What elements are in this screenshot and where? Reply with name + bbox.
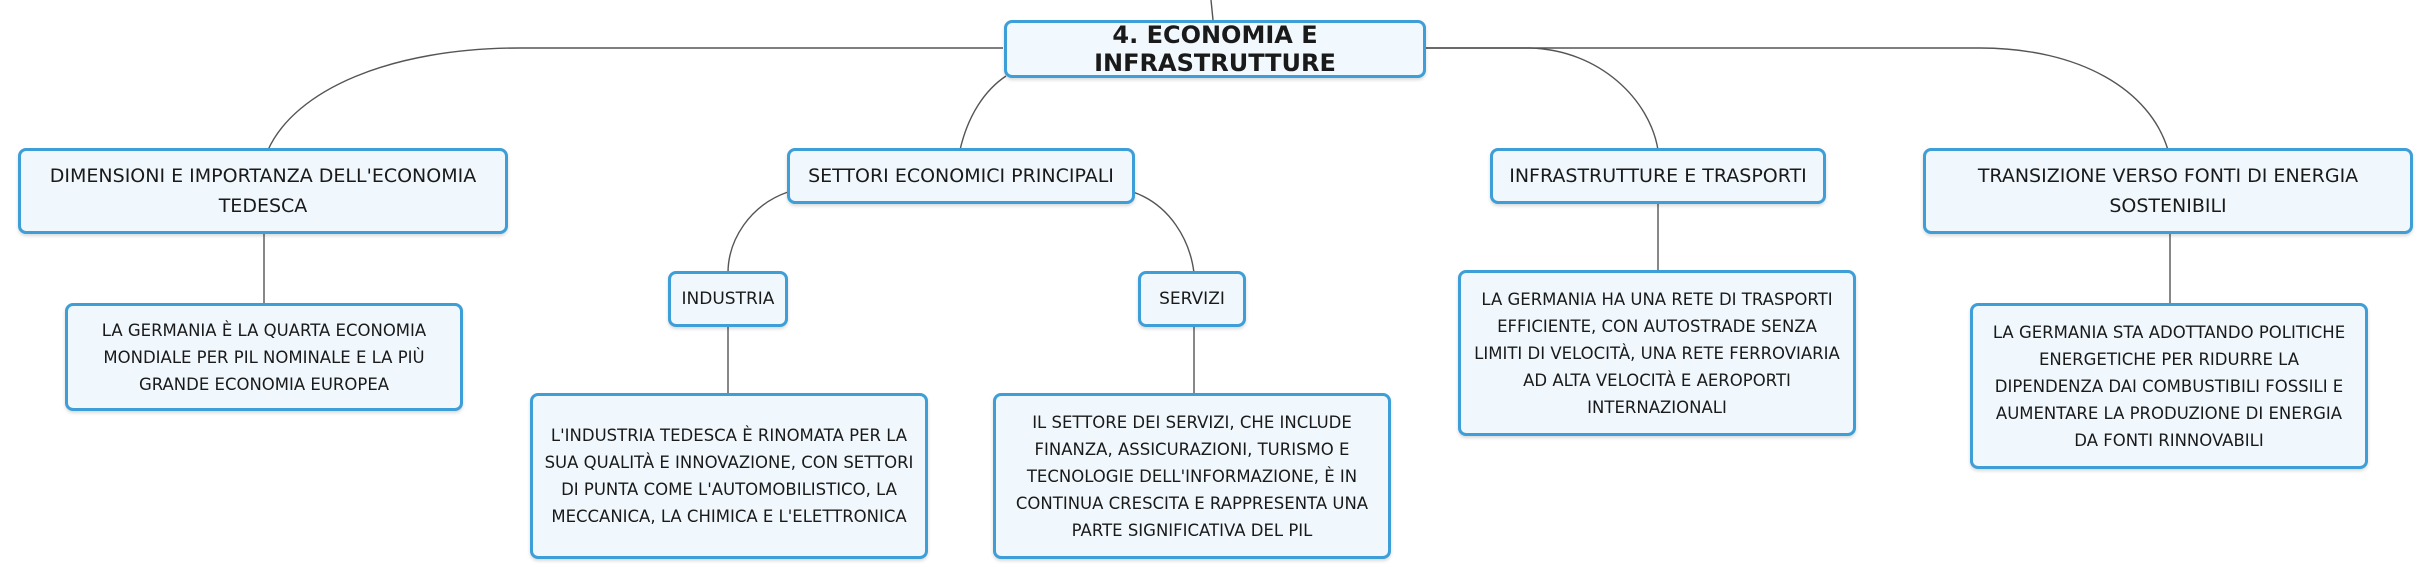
detail-transizione-text: LA GERMANIA STA ADOTTANDO POLITICHE ENER… xyxy=(1992,322,2346,450)
link-top xyxy=(1210,0,1214,21)
root-node[interactable]: 4. ECONOMIA E INFRASTRUTTURE xyxy=(1004,20,1426,78)
detail-infrastrutture-text: LA GERMANIA HA UNA RETE DI TRASPORTI EFF… xyxy=(1474,289,1840,417)
node-industria-label: INDUSTRIA xyxy=(681,289,775,309)
node-servizi-label: SERVIZI xyxy=(1159,289,1225,309)
link-settori-servizi xyxy=(1132,191,1195,274)
detail-economia-text: LA GERMANIA È LA QUARTA ECONOMIA MONDIAL… xyxy=(101,320,427,394)
branch-transizione-label: TRANSIZIONE VERSO FONTI DI ENERGIA SOSTE… xyxy=(1977,165,2359,217)
link-settori-industria xyxy=(727,191,789,274)
node-servizi[interactable]: SERVIZI xyxy=(1138,271,1246,327)
root-label: 4. ECONOMIA E INFRASTRUTTURE xyxy=(1094,21,1336,77)
detail-servizi-text: IL SETTORE DEI SERVIZI, CHE INCLUDE FINA… xyxy=(1015,412,1369,540)
detail-infrastrutture[interactable]: LA GERMANIA HA UNA RETE DI TRASPORTI EFF… xyxy=(1458,270,1856,436)
detail-industria[interactable]: L'INDUSTRIA TEDESCA È RINOMATA PER LA SU… xyxy=(530,393,928,559)
link-root-economia xyxy=(267,47,1003,151)
link-root-settori xyxy=(959,75,1007,151)
branch-settori[interactable]: SETTORI ECONOMICI PRINCIPALI xyxy=(787,148,1135,204)
detail-economia[interactable]: LA GERMANIA È LA QUARTA ECONOMIA MONDIAL… xyxy=(65,303,463,411)
branch-transizione[interactable]: TRANSIZIONE VERSO FONTI DI ENERGIA SOSTE… xyxy=(1923,148,2413,234)
link-root-infrastrutture xyxy=(1425,47,1659,151)
branch-infrastrutture[interactable]: INFRASTRUTTURE E TRASPORTI xyxy=(1490,148,1826,204)
branch-economia[interactable]: DIMENSIONI E IMPORTANZA DELL'ECONOMIA TE… xyxy=(18,148,508,234)
branch-settori-label: SETTORI ECONOMICI PRINCIPALI xyxy=(808,165,1114,187)
branch-infrastrutture-label: INFRASTRUTTURE E TRASPORTI xyxy=(1509,165,1807,187)
link-root-transizione xyxy=(1425,47,2169,151)
detail-industria-text: L'INDUSTRIA TEDESCA È RINOMATA PER LA SU… xyxy=(544,426,914,526)
node-industria[interactable]: INDUSTRIA xyxy=(668,271,788,327)
detail-transizione[interactable]: LA GERMANIA STA ADOTTANDO POLITICHE ENER… xyxy=(1970,303,2368,469)
branch-economia-label: DIMENSIONI E IMPORTANZA DELL'ECONOMIA TE… xyxy=(49,165,477,217)
detail-servizi[interactable]: IL SETTORE DEI SERVIZI, CHE INCLUDE FINA… xyxy=(993,393,1391,559)
